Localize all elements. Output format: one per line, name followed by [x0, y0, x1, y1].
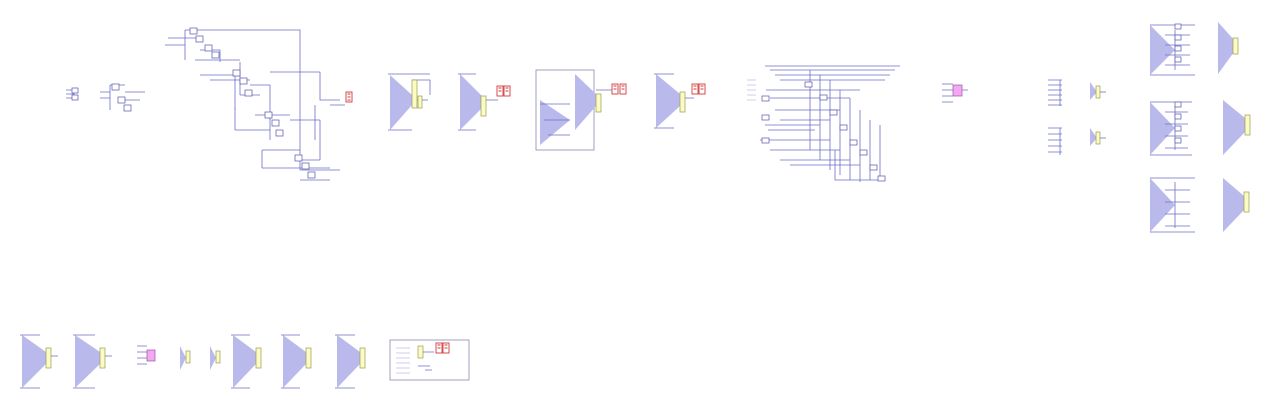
large-gate-network [165, 27, 353, 181]
framed-mux-with-two-digit-display [535, 69, 627, 151]
framed-mini-circuit-with-display [389, 339, 470, 381]
wide-wire-bus-network [747, 65, 900, 182]
mux-with-inputs [388, 73, 431, 131]
pink-chip [942, 83, 968, 103]
mux-with-two-digit-display-2 [654, 73, 706, 129]
small-gate-network [66, 83, 145, 112]
bottom-row-muxes [20, 334, 366, 389]
small-mux-pair [1090, 82, 1106, 146]
stacked-decoder-grid [1150, 22, 1251, 233]
mux-with-two-digit-display [458, 73, 511, 131]
input-column-pair [1048, 79, 1062, 155]
